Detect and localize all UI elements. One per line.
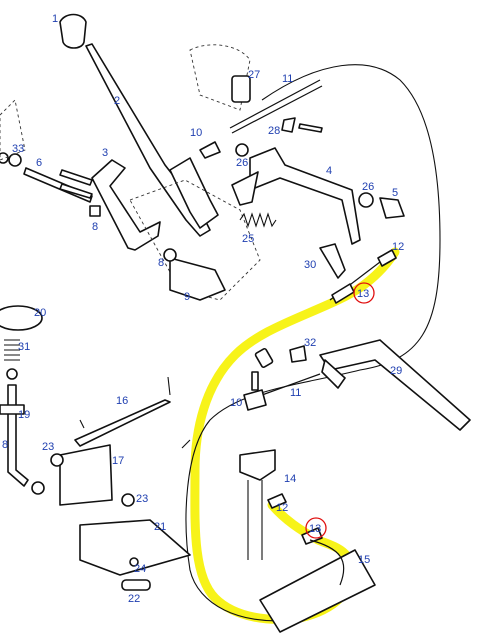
label-16: 16 bbox=[116, 395, 128, 407]
bushing-8 bbox=[89, 205, 101, 217]
cable-section-bottom bbox=[309, 539, 345, 586]
callout-ring-13-bottom bbox=[305, 517, 327, 539]
fitting-12-top bbox=[377, 249, 397, 267]
label-5: 5 bbox=[392, 187, 398, 199]
label-26a: 26 bbox=[236, 157, 248, 169]
bracket-29 bbox=[319, 339, 471, 431]
label-30: 30 bbox=[304, 259, 316, 271]
lever-knob bbox=[59, 13, 87, 49]
label-13b: 13 bbox=[309, 523, 321, 535]
arm-4 bbox=[231, 171, 259, 206]
bracket-17 bbox=[59, 444, 113, 506]
label-1: 1 bbox=[52, 13, 58, 25]
bracket-30 bbox=[319, 243, 346, 279]
label-20: 20 bbox=[34, 307, 46, 319]
label-21: 21 bbox=[154, 521, 166, 533]
cable-11-top bbox=[229, 79, 321, 129]
label-12a: 12 bbox=[392, 241, 404, 253]
plate-15 bbox=[259, 549, 376, 633]
label-32: 32 bbox=[304, 337, 316, 349]
fitting-13-bottom bbox=[301, 527, 323, 545]
clevis-10b bbox=[243, 389, 267, 411]
label-11b: 11 bbox=[290, 387, 301, 399]
bolt-28 bbox=[298, 123, 323, 133]
clevis-10 bbox=[199, 141, 221, 159]
bracket-29-tab bbox=[321, 359, 346, 389]
fitting-12-bottom bbox=[267, 493, 287, 509]
label-28: 28 bbox=[268, 125, 280, 137]
bracket-21 bbox=[79, 519, 191, 576]
block-27 bbox=[231, 75, 251, 103]
label-8b: 8 bbox=[158, 257, 164, 269]
washer-23 bbox=[50, 453, 64, 467]
label-26b: 26 bbox=[362, 181, 374, 193]
cross-shaft-4 bbox=[249, 147, 361, 245]
post-14 bbox=[247, 480, 263, 560]
highlighted-cable-path bbox=[190, 247, 400, 624]
rod-16 bbox=[74, 399, 171, 447]
nut-33 bbox=[0, 152, 9, 164]
label-3: 3 bbox=[102, 147, 108, 159]
label-29: 29 bbox=[390, 365, 402, 377]
lever-bracket bbox=[91, 159, 161, 251]
washer-33b bbox=[31, 481, 45, 495]
label-6: 6 bbox=[36, 157, 42, 169]
label-24: 24 bbox=[134, 563, 146, 575]
bolt-10b bbox=[251, 371, 259, 391]
cable-outline-loop bbox=[185, 64, 441, 622]
label-14: 14 bbox=[284, 473, 296, 485]
washer-26b bbox=[358, 192, 374, 208]
label-4: 4 bbox=[326, 165, 332, 177]
washer-23b bbox=[121, 493, 135, 507]
label-8c: 8 bbox=[2, 439, 8, 451]
washer-33 bbox=[8, 153, 22, 167]
label-23a: 23 bbox=[42, 441, 54, 453]
cable-11-lower bbox=[261, 373, 321, 396]
lever-bracket-2 bbox=[169, 157, 219, 229]
u-clip-32 bbox=[289, 345, 307, 363]
bracket-14 bbox=[239, 449, 276, 481]
bushing-8b bbox=[163, 248, 177, 262]
label-8a: 8 bbox=[92, 221, 98, 233]
washer-26 bbox=[235, 143, 249, 157]
pin-22 bbox=[121, 579, 151, 591]
clip-28 bbox=[281, 117, 296, 133]
label-19: 19 bbox=[18, 409, 30, 421]
label-17: 17 bbox=[112, 455, 124, 467]
label-15: 15 bbox=[358, 554, 370, 566]
ring-31 bbox=[6, 368, 18, 380]
coupling-19 bbox=[0, 404, 25, 415]
rod-19 bbox=[7, 384, 29, 487]
label-13a: 13 bbox=[357, 288, 369, 300]
label-33: 33 bbox=[12, 143, 24, 155]
label-10a: 10 bbox=[190, 127, 202, 139]
housing-outline-left bbox=[0, 99, 26, 161]
sleeve-32 bbox=[254, 348, 274, 368]
callout-ring-13-top bbox=[353, 282, 375, 304]
pivot-rod bbox=[23, 167, 93, 203]
label-9: 9 bbox=[184, 291, 190, 303]
clip-24 bbox=[129, 557, 139, 567]
label-23b: 23 bbox=[136, 493, 148, 505]
label-11a: 11 bbox=[282, 73, 293, 85]
plate-9 bbox=[169, 257, 226, 301]
label-10b: 10 bbox=[230, 397, 242, 409]
spring-25 bbox=[239, 212, 277, 228]
label-25: 25 bbox=[242, 233, 254, 245]
bolt-2 bbox=[59, 183, 93, 199]
leader-lines bbox=[79, 376, 191, 449]
label-31: 31 bbox=[18, 341, 30, 353]
label-22: 22 bbox=[128, 593, 140, 605]
block-5 bbox=[379, 197, 405, 219]
cable-11-top-b bbox=[231, 85, 323, 134]
label-2: 2 bbox=[114, 95, 120, 107]
label-12b: 12 bbox=[276, 502, 288, 514]
bolt bbox=[59, 169, 93, 186]
spring-31 bbox=[4, 339, 20, 361]
cap-20 bbox=[0, 305, 43, 331]
label-27: 27 bbox=[248, 69, 260, 81]
